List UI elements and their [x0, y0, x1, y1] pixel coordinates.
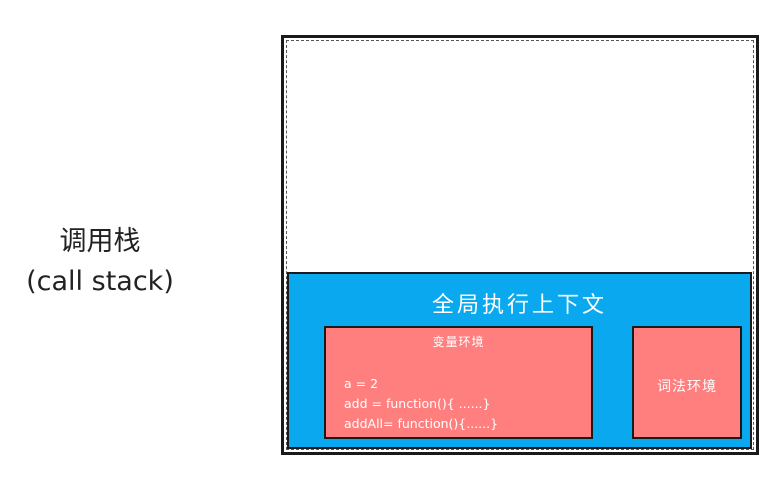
- lexical-environment: 词法环境: [632, 326, 742, 439]
- variable-environment-lines: a = 2 add = function(){ ......} addAll= …: [344, 374, 498, 434]
- variable-environment: 变量环境 a = 2 add = function(){ ......} add…: [324, 326, 593, 439]
- call-stack-label-en: (call stack): [26, 266, 174, 297]
- variable-line: addAll= function(){......}: [344, 416, 499, 431]
- global-execution-context-title: 全局执行上下文: [431, 293, 607, 318]
- variable-line: add = function(){ ......}: [344, 396, 491, 411]
- call-stack-label-zh: 调用栈: [59, 226, 141, 257]
- variable-environment-title: 变量环境: [432, 335, 485, 349]
- call-stack-label: 调用栈 (call stack): [0, 222, 200, 302]
- lexical-environment-title: 词法环境: [657, 379, 717, 395]
- variable-line: a = 2: [344, 376, 379, 391]
